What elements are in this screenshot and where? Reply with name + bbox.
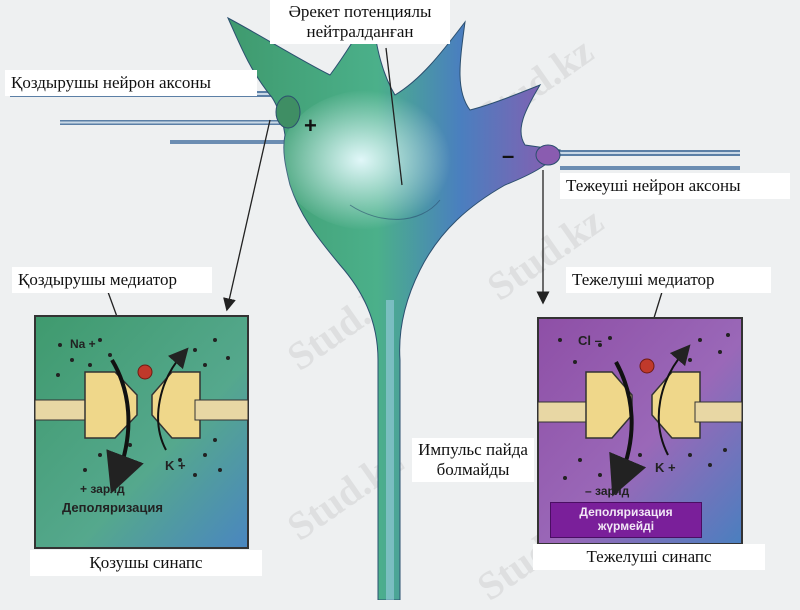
k-ion-label: K + — [655, 460, 676, 475]
ion-flow-arrow — [106, 358, 144, 494]
excitatory-terminal — [275, 95, 301, 129]
inhibitory-mediator-label: Тежелуші медиатор — [566, 267, 771, 293]
excitatory-mediator-label: Қоздырушы медиатор — [12, 267, 212, 293]
charge-label: + заряд — [80, 482, 125, 496]
excitatory-axon — [10, 91, 290, 144]
neutralized-label: Әрекет потенциялы нейтралданған — [270, 0, 450, 44]
no-depolarization-line-2: жүрмейді — [597, 519, 655, 533]
mediator-dot — [639, 358, 655, 374]
no-depolarization-note: Деполяризация жүрмейді — [550, 502, 702, 538]
excitatory-synapse-label: Қозушы синапс — [30, 550, 262, 576]
no-impulse-line-1: Импульс пайда — [418, 440, 528, 459]
soma-glow — [280, 90, 460, 230]
neutralized-line-2: нейтралданған — [306, 22, 414, 41]
ion-dots — [56, 338, 230, 477]
neutralized-pointer — [385, 47, 403, 186]
mediator-dot — [137, 364, 153, 380]
no-depolarization-line-1: Деполяризация — [579, 505, 673, 519]
nucleus-outline — [349, 199, 441, 220]
ion-return-arrow — [157, 347, 189, 451]
na-ion-label: Na + — [70, 337, 96, 351]
neutralized-line-1: Әрекет потенциялы — [288, 2, 432, 21]
ion-dots — [558, 333, 730, 480]
minus-sign: – — [502, 143, 514, 168]
no-impulse-line-2: болмайды — [436, 460, 510, 479]
no-impulse-label: Импульс пайда болмайды — [412, 438, 534, 482]
ion-flow-arrow — [609, 361, 647, 497]
cl-ion-label: Cl – — [578, 333, 602, 348]
inhibitory-synapse-label: Тежелуші синапс — [533, 544, 765, 570]
excitatory-axon-label: Қоздырушы нейрон аксоны — [5, 70, 257, 96]
ion-return-arrow — [657, 344, 691, 456]
inhibitory-axon-label: Тежеуші нейрон аксоны — [560, 173, 790, 199]
charge-label: – заряд — [585, 484, 630, 498]
k-ion-label: K + — [165, 458, 186, 473]
inhibitory-terminal — [535, 144, 561, 166]
axon-highlight — [386, 300, 394, 600]
inhibitory-axon — [555, 150, 740, 170]
depolarization-label: Деполяризация — [62, 500, 163, 515]
postsynaptic-knob — [151, 371, 201, 439]
excitatory-synapse-box: Na + K + + заряд Деполяризация — [34, 315, 249, 549]
excitatory-arrow — [223, 119, 271, 312]
plus-sign: + — [304, 113, 317, 138]
